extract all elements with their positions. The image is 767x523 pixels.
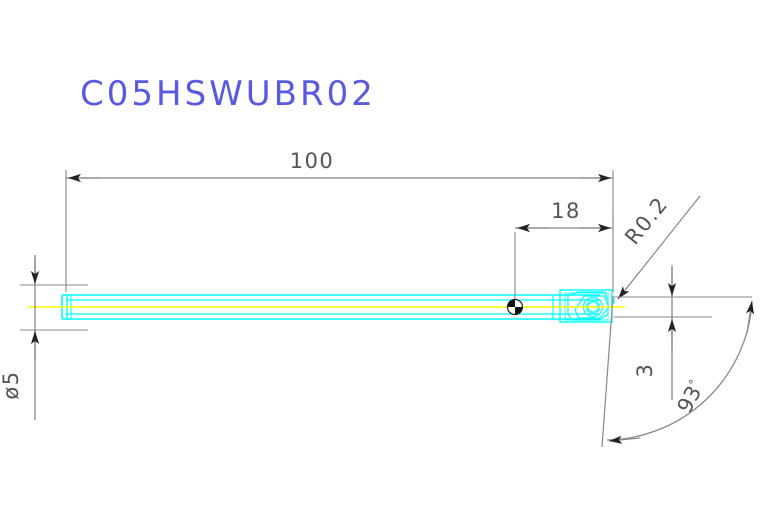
dimension-label-head-length: 18 bbox=[551, 199, 581, 223]
page-title: C05HSWUBR02 bbox=[80, 74, 376, 114]
center-point-marker bbox=[506, 298, 524, 316]
part-geometry bbox=[28, 289, 625, 323]
tool-tip-corner bbox=[610, 295, 615, 304]
dimension-head-length: 18 bbox=[506, 199, 614, 316]
lead-angle-degree-symbol: ° bbox=[686, 377, 701, 389]
dimension-corner-radius: R0.2 bbox=[617, 192, 701, 300]
lead-angle-value: 93 bbox=[673, 382, 707, 417]
dimension-label-shank-diameter: ø5 bbox=[0, 370, 23, 399]
dimension-center-height: 3 bbox=[614, 265, 752, 400]
dimension-shank-diameter: ø5 bbox=[0, 255, 88, 420]
dimension-label-overall-length: 100 bbox=[290, 149, 335, 173]
dimension-label-center-height: 3 bbox=[633, 363, 657, 378]
dimension-lead-angle: 93° bbox=[601, 295, 755, 448]
dimension-overall-length: 100 bbox=[65, 149, 614, 292]
dimension-label-lead-angle: 93° bbox=[673, 377, 710, 417]
